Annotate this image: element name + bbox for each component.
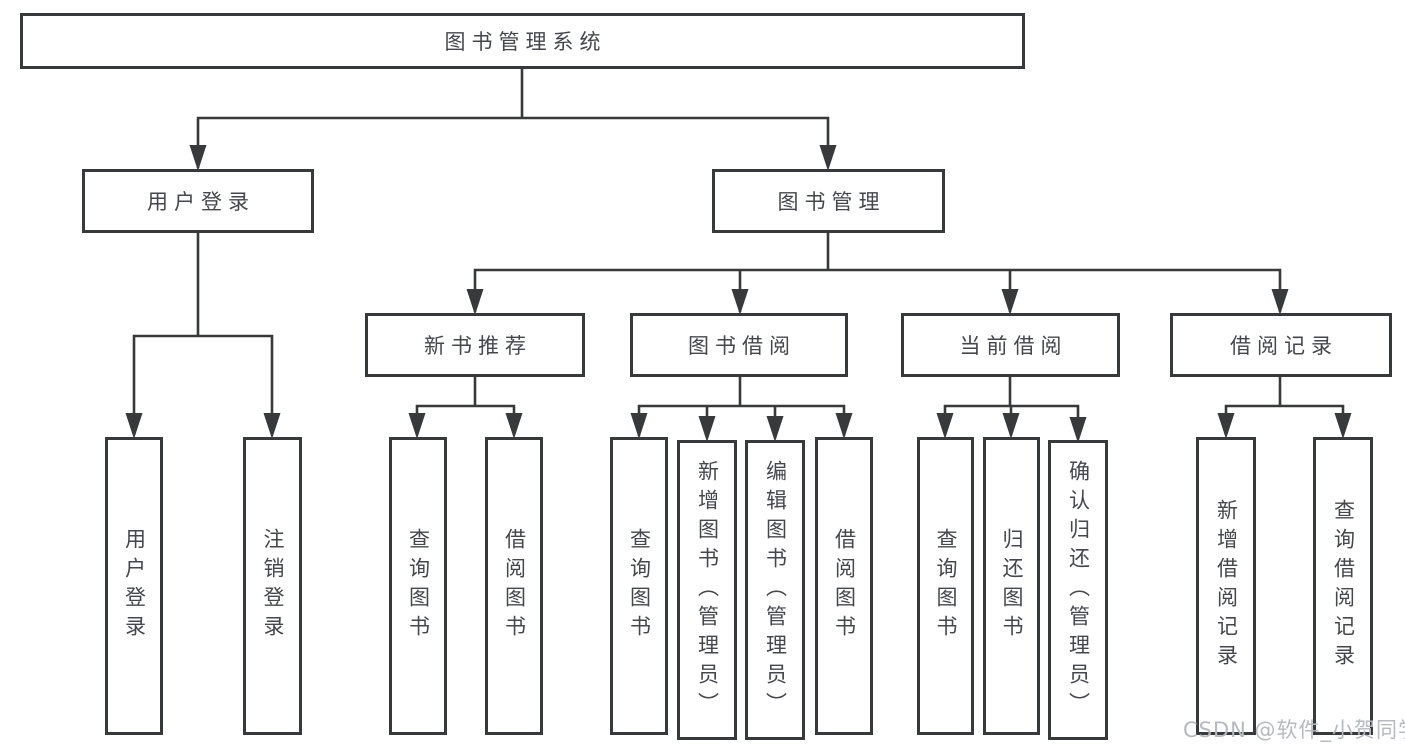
arrow-down-icon xyxy=(125,413,143,439)
node-borrow-books-recommend: 借阅图书 xyxy=(485,437,543,735)
csdn-watermark: CSDN @软件_小贺同学 xyxy=(1183,718,1405,742)
node-current-borrow: 当前借阅 xyxy=(901,313,1120,377)
node-add-borrow-record: 新增借阅记录 xyxy=(1196,437,1256,735)
node-book-borrow: 图书借阅 xyxy=(630,313,848,377)
arrow-down-icon xyxy=(1271,289,1289,315)
arrow-down-icon xyxy=(1217,413,1235,439)
node-borrow-records: 借阅记录 xyxy=(1170,313,1392,377)
arrow-down-icon xyxy=(1069,417,1087,443)
node-new-book-recommend: 新书推荐 xyxy=(365,313,585,377)
connector-lines xyxy=(132,69,1345,439)
node-confirm-return-admin: 确认归还（管理员） xyxy=(1048,440,1108,740)
node-logout: 注销登录 xyxy=(243,437,302,735)
arrow-down-icon xyxy=(835,413,853,439)
arrow-down-icon xyxy=(630,413,648,439)
arrow-down-icon xyxy=(189,145,207,171)
node-user-login: 用户登录 xyxy=(82,169,314,233)
node-query-books-recommend: 查询图书 xyxy=(389,437,447,735)
arrow-down-icon xyxy=(819,145,837,171)
connector-level3-bar xyxy=(473,268,1282,312)
node-query-borrow-record: 查询借阅记录 xyxy=(1313,437,1373,735)
arrow-down-icon xyxy=(505,413,523,439)
connector-record-bar xyxy=(1224,404,1345,435)
arrow-down-icon xyxy=(408,413,426,439)
arrow-down-icon xyxy=(1001,289,1019,315)
arrow-down-icon xyxy=(766,416,784,442)
node-system-root: 图书管理系统 xyxy=(20,13,1025,69)
arrowheads xyxy=(125,145,1352,443)
arrow-down-icon xyxy=(466,289,484,315)
node-borrow-books: 借阅图书 xyxy=(815,437,873,735)
connector-level2-bar xyxy=(196,116,830,168)
arrow-down-icon xyxy=(698,416,716,442)
connector-userlogin-bar xyxy=(132,334,274,435)
node-edit-books-admin: 编辑图书（管理员） xyxy=(745,440,805,740)
node-add-books-admin: 新增图书（管理员） xyxy=(677,440,737,740)
arrow-down-icon xyxy=(731,289,749,315)
arrow-down-icon xyxy=(1334,413,1352,439)
node-book-management: 图书管理 xyxy=(712,169,945,233)
node-return-books: 归还图书 xyxy=(983,437,1040,735)
connector-borrow-bar xyxy=(637,404,846,436)
arrow-down-icon xyxy=(1002,413,1020,439)
connector-newrec-bar xyxy=(415,404,516,435)
arrow-down-icon xyxy=(936,413,954,439)
node-query-books-borrow: 查询图书 xyxy=(610,437,668,735)
node-user-login-leaf: 用户登录 xyxy=(105,437,163,735)
arrow-down-icon xyxy=(263,413,281,439)
node-query-books-current: 查询图书 xyxy=(917,437,974,735)
